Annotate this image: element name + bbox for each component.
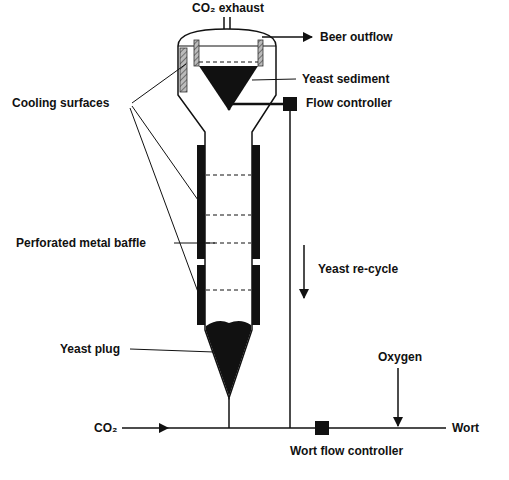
yeast-recycle-line [289,111,291,428]
part-label: Perforated metal baffle [14,236,148,250]
flow-controller-symbol [283,97,297,111]
feed-pipe [228,398,230,428]
flow-label: Yeast re-cycle [316,262,400,276]
input-label: Wort [450,421,481,435]
cooling-jacket [197,145,260,325]
exhaust-label: CO₂ exhaust [190,1,266,15]
oxygen-arrow [397,368,399,426]
beer-outflow-pipe [262,36,312,38]
exhaust-pipe [224,17,230,29]
outflow-label: Beer outflow [318,30,395,44]
wort-flow-controller-symbol [315,421,329,435]
yeast-plug [206,321,251,396]
feed-line [168,427,446,429]
co2-inlet-arrow [122,427,168,429]
liquid-level [199,62,258,63]
leader-line [130,64,296,352]
weir-wall [194,40,199,66]
part-label: Flow controller [304,96,394,110]
part-label: Yeast plug [58,342,122,356]
part-label: Cooling surfaces [10,96,111,110]
part-label: Wort flow controller [288,444,405,458]
input-label: Oxygen [376,350,424,364]
perforated-baffle [206,175,251,290]
yeast-return-pipe [229,104,283,110]
head-cooling-surface [180,48,187,92]
head-vessel [178,29,276,398]
weir-wall [258,40,263,66]
part-label: Yeast sediment [300,72,391,86]
input-label: CO₂ [92,421,119,435]
recycle-direction-arrow [303,245,305,298]
